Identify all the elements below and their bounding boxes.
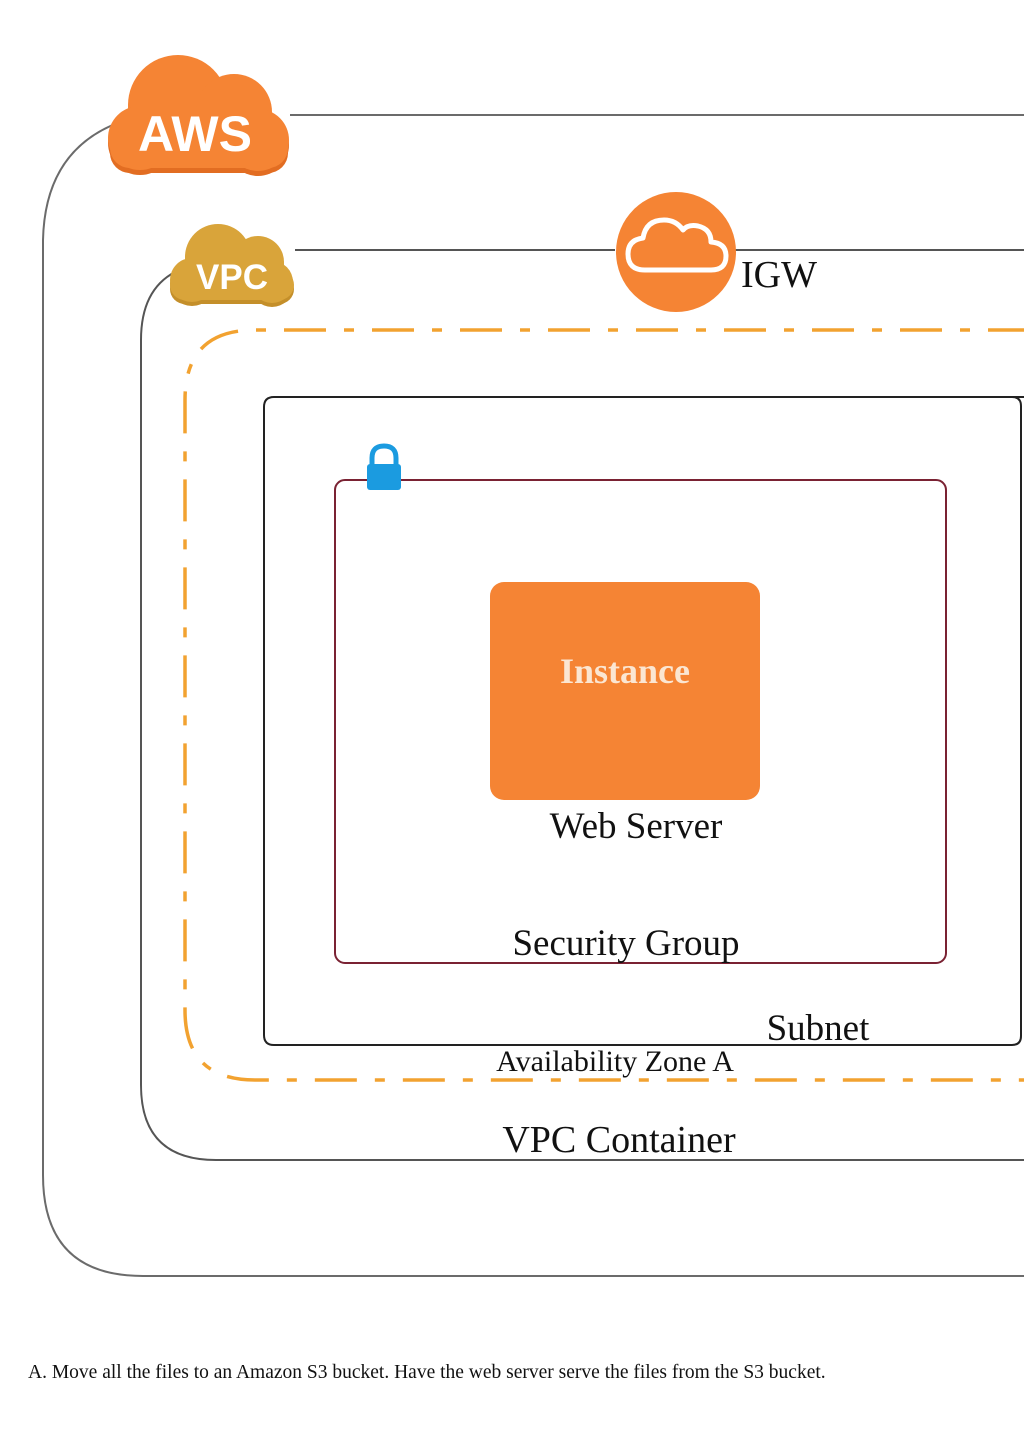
padlock-icon (367, 443, 401, 490)
vpc-container-label: VPC Container (502, 1119, 736, 1161)
answer-option-caption: A. Move all the files to an Amazon S3 bu… (28, 1362, 826, 1383)
aws-badge-label: AWS (138, 106, 252, 162)
vpc-cloud-badge-icon: VPC (170, 224, 294, 307)
security-group-label: Security Group (512, 923, 739, 964)
security-group-box (334, 479, 947, 964)
aws-architecture-diagram: Instance Web Server Security Group Subne… (42, 55, 1024, 1277)
aws-cloud-badge-icon: AWS (108, 55, 289, 176)
vpc-badge-label: VPC (196, 258, 268, 297)
instance-box (490, 582, 760, 800)
igw-cloud-circle-icon (616, 192, 736, 312)
availability-zone-boundary (183, 328, 1024, 1082)
subnet-label: Subnet (767, 1008, 871, 1049)
aws-cloud-container (42, 114, 1024, 1277)
availability-zone-label: Availability Zone A (496, 1045, 734, 1078)
subnet-box (263, 396, 1024, 1046)
instance-block: Instance (490, 582, 760, 800)
vpc-container (140, 249, 1024, 1161)
igw-label: IGW (741, 254, 817, 296)
web-server-label: Web Server (550, 806, 723, 847)
instance-label: Instance (560, 651, 690, 691)
